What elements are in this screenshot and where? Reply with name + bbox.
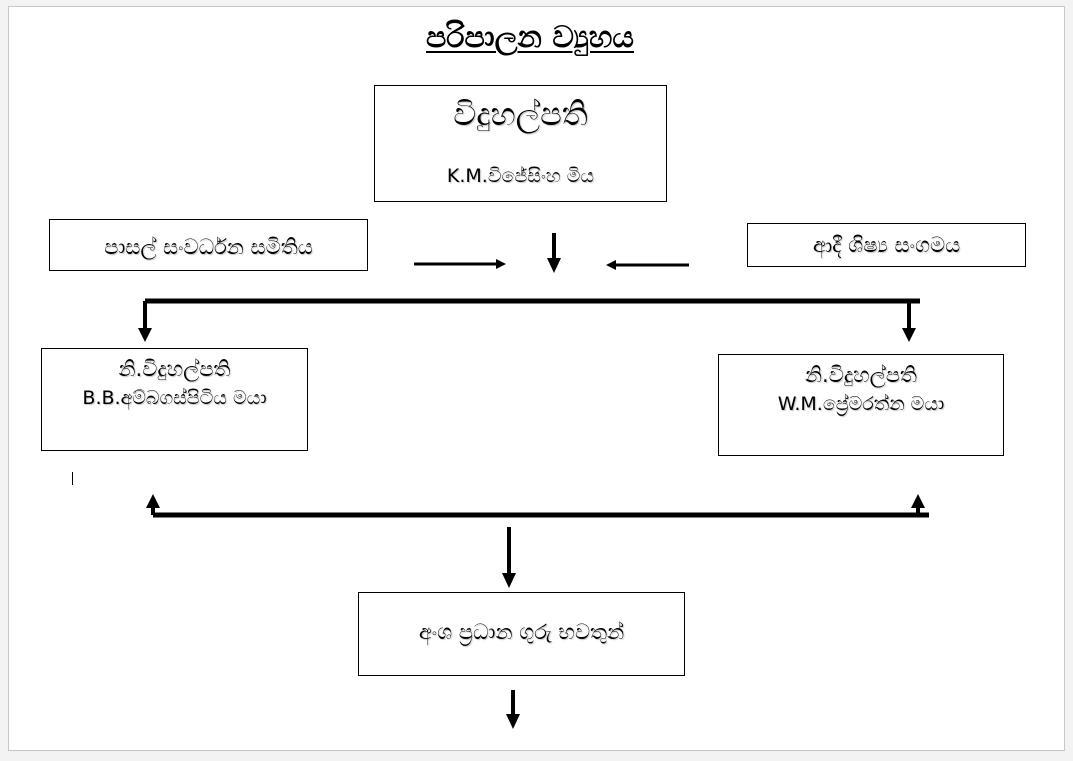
past-pupils-association-box: ආදී ශිෂ්‍ය සංගමය: [747, 223, 1026, 267]
deputy-principal-left-box: නි.විදුහල්පති B.B.අම්බගස්පිටිය මයා: [41, 348, 308, 451]
arrow-up-to-left-deputy: [146, 494, 160, 515]
deputy-principal-left-role: නි.විදුහල්පති: [118, 357, 231, 381]
school-development-committee-box: පාසල් සංවර්ධන සමිතිය: [49, 219, 368, 271]
section-heads-label: අංශ ප්‍රධාන ගුරු භවතුන්: [418, 620, 625, 644]
diagram-title: පරිපාලන ව්‍යුහය: [426, 20, 634, 55]
principal-box: විදුහල්පති K.M.විජේසිංහ මිය: [374, 85, 667, 202]
school-development-committee-label: පාසල් සංවර්ධන සමිතිය: [104, 235, 313, 259]
deputy-principal-left-name: B.B.අම්බගස්පිටිය මයා: [82, 387, 267, 409]
principal-name: K.M.විජේසිංහ මිය: [446, 165, 595, 187]
arrow-down-from-principal: [547, 233, 561, 273]
deputy-principal-right-box: නි.විදුහල්පති W.M.ප්‍රේමරත්න මයා: [718, 354, 1004, 456]
arrow-down-to-left-deputy: [138, 301, 152, 342]
text-cursor: [72, 472, 73, 485]
past-pupils-association-label: ආදී ශිෂ්‍ය සංගමය: [812, 233, 961, 257]
arrow-up-to-right-deputy: [911, 494, 925, 515]
deputy-principal-right-name: W.M.ප්‍රේමරත්න මයා: [777, 393, 945, 415]
principal-role: විදුහල්පති: [453, 95, 588, 133]
section-heads-box: අංශ ප්‍රධාන ගුරු භවතුන්: [358, 592, 685, 676]
arrow-down-below-section-heads: [506, 690, 520, 729]
arrow-right-from-committee: [414, 259, 506, 269]
arrow-down-to-right-deputy: [902, 301, 916, 342]
arrow-down-to-section-heads: [502, 527, 516, 588]
arrow-left-from-alumni: [606, 260, 689, 270]
deputy-principal-right-role: නි.විදුහල්පති: [805, 363, 917, 387]
